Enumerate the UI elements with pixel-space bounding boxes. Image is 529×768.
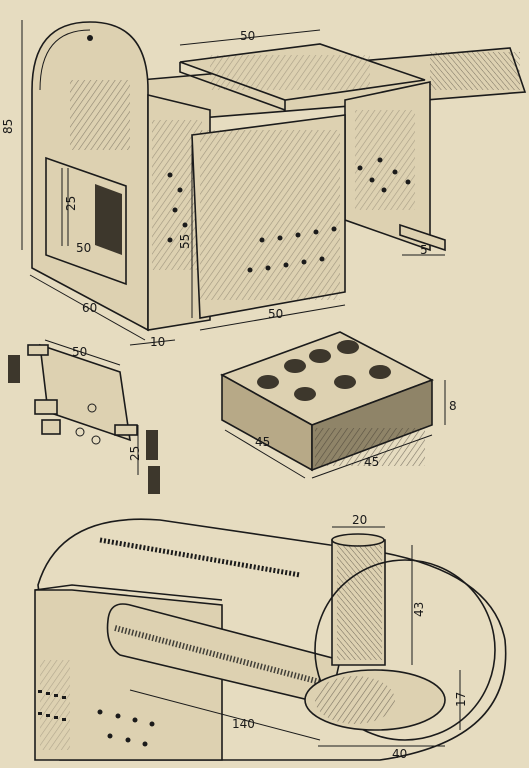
burner-block: 45 45 8 bbox=[220, 331, 457, 479]
bracket-parts: 50 25 bbox=[8, 339, 160, 494]
top-hole bbox=[87, 35, 93, 41]
detail-circle bbox=[314, 559, 496, 741]
dim-line-block-45-left bbox=[224, 429, 306, 479]
dim-line-140 bbox=[129, 689, 321, 741]
dim-label-window-50: 50 bbox=[76, 241, 91, 255]
front-shading bbox=[70, 80, 130, 150]
dim-label-20: 20 bbox=[352, 513, 367, 527]
dim-label-55: 55 bbox=[178, 234, 192, 249]
dim-label-bracket-50: 50 bbox=[72, 345, 87, 359]
tab-top bbox=[27, 344, 49, 356]
center-panel-holes bbox=[247, 226, 337, 273]
dim-line-bracket-50 bbox=[44, 339, 121, 366]
flange bbox=[399, 223, 446, 252]
dim-label-140: 140 bbox=[232, 717, 255, 731]
dim-line-60 bbox=[29, 274, 146, 341]
dim-label-25: 25 bbox=[64, 196, 78, 211]
hinge-right-lower bbox=[148, 466, 160, 494]
dim-label-5: 5 bbox=[420, 243, 428, 257]
dim-label-bracket-25: 25 bbox=[128, 446, 142, 461]
right-panel-holes bbox=[357, 157, 411, 193]
dim-label-top-50: 50 bbox=[240, 29, 255, 43]
dim-label-85: 85 bbox=[1, 119, 15, 134]
stove-body-assembly: 85 50 25 50 60 10 55 50 5 bbox=[1, 20, 527, 349]
dim-label-block-45-right: 45 bbox=[364, 455, 379, 469]
dim-label-block-8: 8 bbox=[449, 399, 457, 413]
window-opening bbox=[95, 184, 122, 255]
dim-label-panel-50: 50 bbox=[268, 307, 283, 321]
casing-hatch bbox=[99, 537, 301, 578]
hinge-left bbox=[8, 355, 20, 383]
dim-label-40: 40 bbox=[392, 747, 407, 761]
dim-line-panel-50 bbox=[199, 304, 346, 331]
dim-label-17: 17 bbox=[454, 692, 468, 707]
dim-line-10 bbox=[129, 339, 176, 346]
dim-line-block-45-right bbox=[311, 434, 433, 479]
hinge-right-upper bbox=[146, 430, 158, 460]
burner-holes bbox=[257, 340, 391, 401]
heater-assembly: 20 43 17 40 140 bbox=[34, 513, 507, 761]
dim-line-top-50 bbox=[179, 29, 321, 46]
dim-label-60: 60 bbox=[82, 301, 97, 315]
dim-label-block-45-left: 45 bbox=[255, 435, 270, 449]
dim-label-10: 10 bbox=[150, 335, 165, 349]
arch-inner-line bbox=[39, 29, 91, 91]
side-holes bbox=[167, 172, 188, 243]
duct-ribbing bbox=[430, 52, 520, 90]
box-holes bbox=[38, 690, 155, 747]
dim-label-43: 43 bbox=[412, 602, 426, 617]
bracket-plate bbox=[39, 343, 131, 442]
